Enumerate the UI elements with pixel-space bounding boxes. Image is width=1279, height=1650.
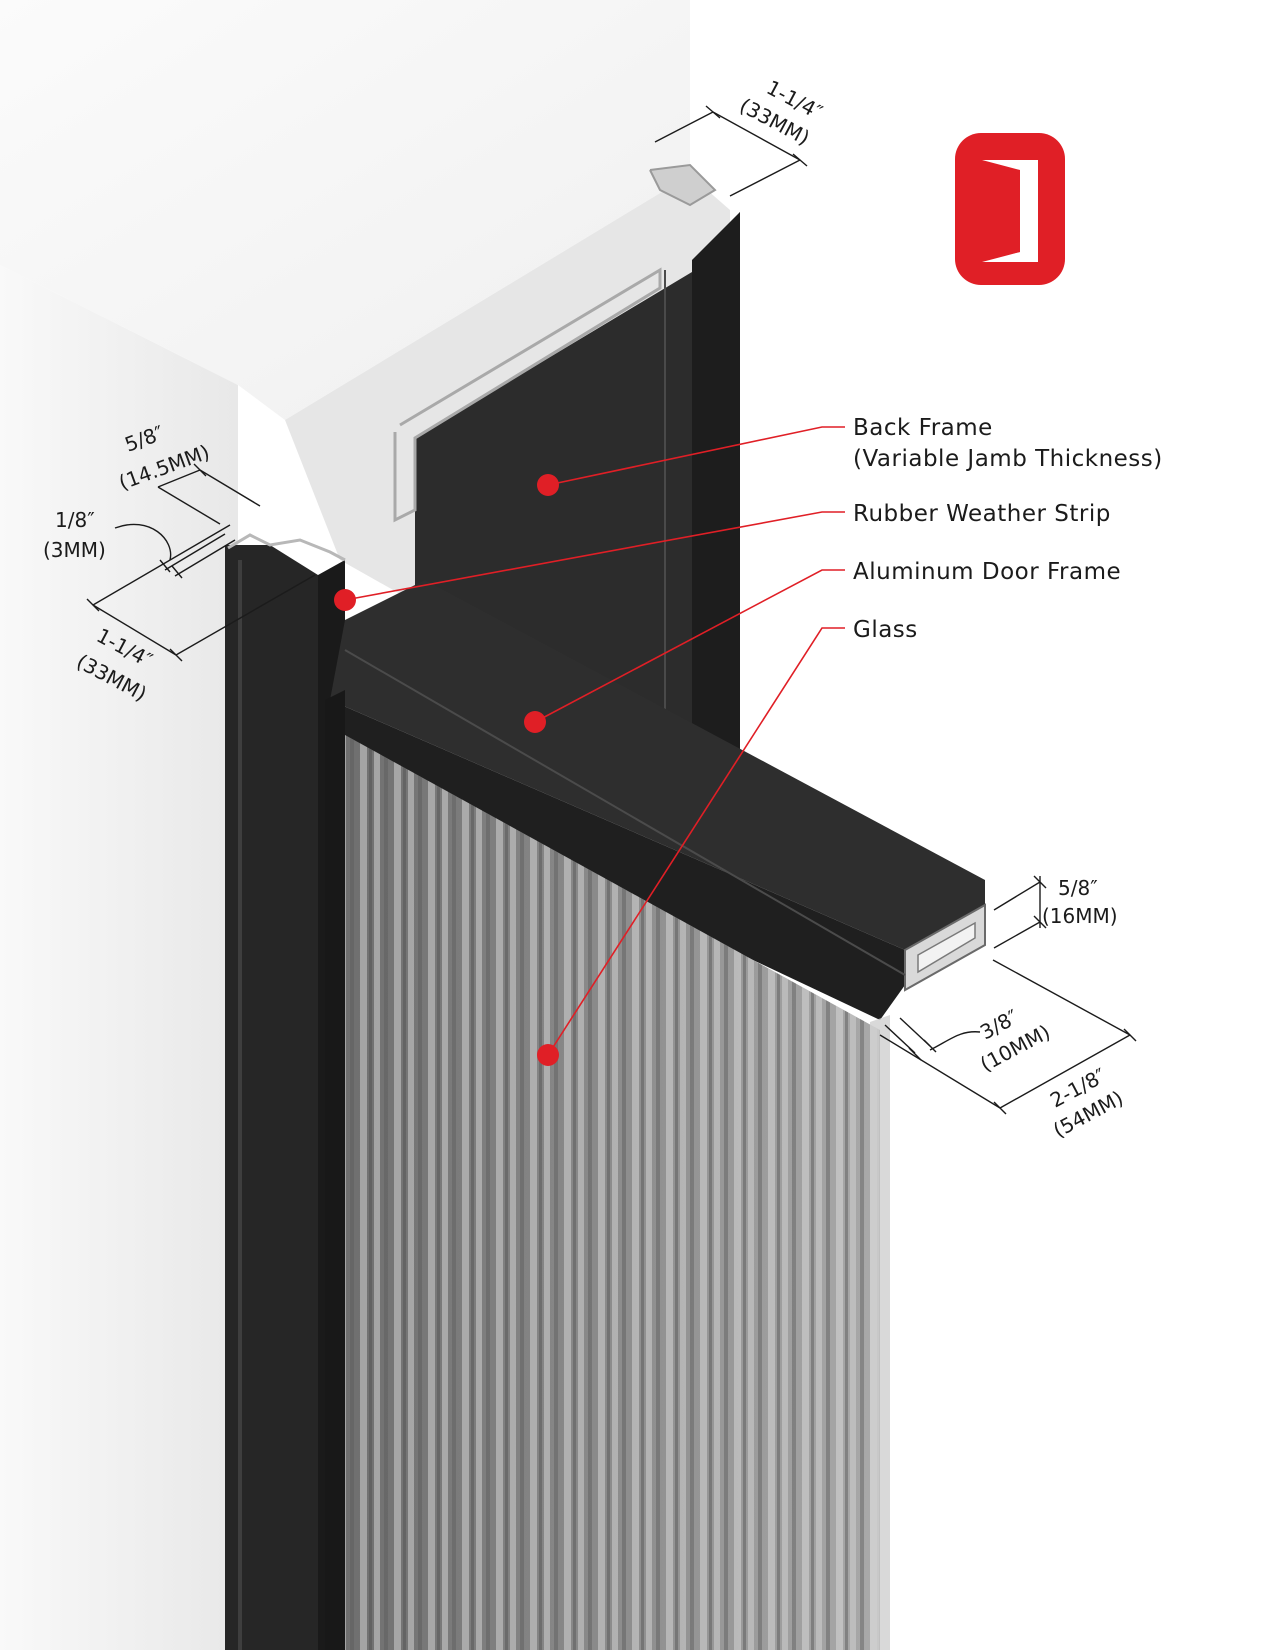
dim-frame-height-in: 5/8″ [1058, 876, 1098, 900]
weather-strip-marker [334, 589, 356, 611]
door-frame-ridge [344, 649, 906, 976]
wall-side [0, 265, 238, 1650]
door-frame-end-hollow [917, 921, 976, 974]
back-frame-note: (Variable Jamb Thickness) [853, 446, 1163, 472]
door-frame-label: Aluminum Door Frame [853, 559, 1121, 585]
dim-frame-height-mm: (16MM) [1042, 904, 1118, 928]
glass-marker [537, 1044, 559, 1066]
top-profile [649, 163, 717, 207]
dim-left-gap-mm: (3MM) [43, 538, 106, 562]
weather-strip-label: Rubber Weather Strip [853, 501, 1111, 527]
left-jamb-profile [227, 533, 346, 562]
glass-flutes [345, 735, 880, 1650]
glass-frame-left [325, 690, 345, 1650]
leader-lines [344, 426, 845, 1056]
door-frame-front-face [330, 700, 905, 1020]
back-frame-marker [537, 474, 559, 496]
door-frame-top-face [330, 580, 985, 950]
back-frame-profile [393, 267, 662, 523]
dim-left-gap-in: 1/8″ [55, 508, 95, 532]
dimension-lines [86, 105, 1137, 1115]
door-icon [955, 133, 1065, 285]
back-frame-label: Back Frame [853, 415, 993, 441]
left-jamb-outer [225, 545, 318, 1650]
glass-label: Glass [853, 617, 918, 643]
back-frame-edge [692, 212, 740, 780]
glass-edge-right [870, 1015, 890, 1650]
door-frame-marker [524, 711, 546, 733]
wall-top [0, 0, 690, 420]
